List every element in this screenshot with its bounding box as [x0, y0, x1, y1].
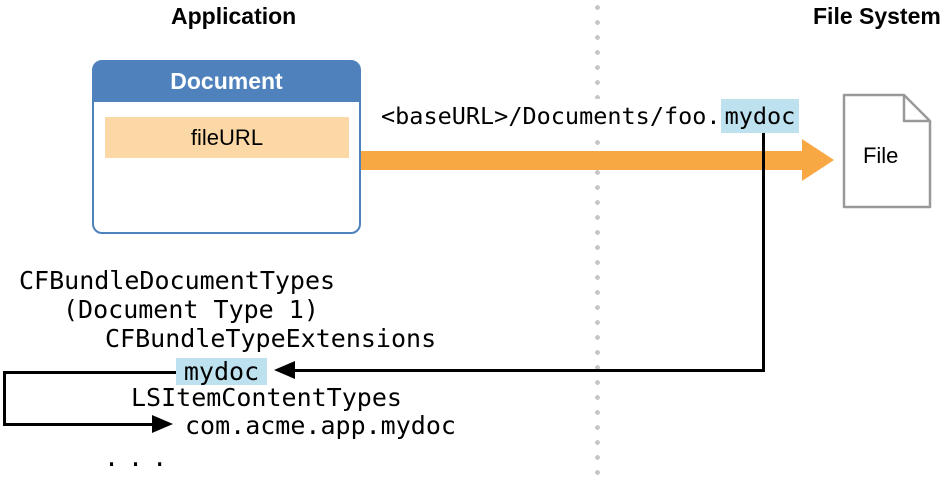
- file-path-label: <baseURL>/Documents/foo.mydoc: [381, 98, 800, 134]
- document-box: Document fileURL: [92, 60, 361, 234]
- file-icon-shape: [842, 93, 932, 209]
- plist-root-key: CFBundleDocumentTypes: [19, 266, 336, 295]
- plist-ellipsis: ...: [104, 443, 177, 472]
- plist-content-types-key: LSItemContentTypes: [131, 383, 402, 412]
- url-to-extension-line-horizontal: [290, 369, 765, 372]
- extension-to-uti-arrowhead: [152, 415, 173, 433]
- plist-content-type-value: com.acme.app.mydoc: [185, 411, 456, 440]
- file-path-extension-highlight: mydoc: [720, 99, 800, 133]
- plist-extension-value-highlight: mydoc: [176, 358, 267, 385]
- orange-arrow-body: [361, 151, 802, 170]
- file-path-prefix: <baseURL>/Documents/foo.: [381, 99, 721, 133]
- extension-to-uti-line-bottom: [3, 423, 152, 426]
- plist-extensions-key: CFBundleTypeExtensions: [105, 324, 437, 353]
- url-to-extension-arrowhead: [274, 361, 295, 379]
- url-to-extension-line-vertical: [762, 133, 765, 372]
- file-icon-label: File: [862, 143, 899, 168]
- document-box-title: Document: [93, 61, 360, 102]
- orange-arrow-head: [802, 139, 834, 181]
- plist-document-type: (Document Type 1): [63, 295, 319, 324]
- file-icon: File: [842, 93, 932, 209]
- extension-to-uti-line-top: [4, 371, 176, 374]
- application-header: Application: [171, 3, 297, 29]
- fileurl-field: fileURL: [105, 117, 349, 158]
- domain-divider-dotted-line: [595, 0, 600, 480]
- extension-to-uti-line-vertical: [3, 371, 6, 426]
- file-system-header: File System: [813, 3, 941, 29]
